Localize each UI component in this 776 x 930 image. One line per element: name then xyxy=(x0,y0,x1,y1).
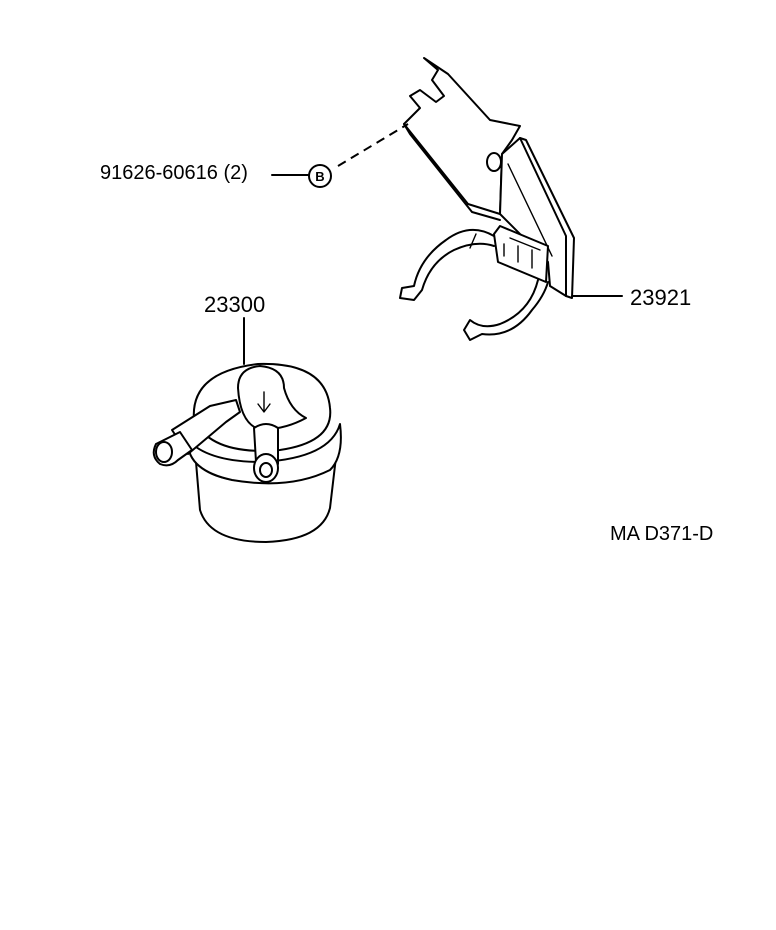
bracket-drawing xyxy=(399,57,623,341)
diagram-code: MA D371-D xyxy=(610,523,714,545)
bolt-callout xyxy=(271,123,409,188)
fuel-filter-part-number: 23300 xyxy=(204,292,266,317)
bracket-part-number: 23921 xyxy=(630,285,692,310)
bolt-part-number: 91626-60616 (2) xyxy=(100,162,248,184)
callout-marker: B xyxy=(315,169,324,184)
fuel-filter-drawing xyxy=(152,317,342,543)
callout-letter: B xyxy=(315,169,324,184)
